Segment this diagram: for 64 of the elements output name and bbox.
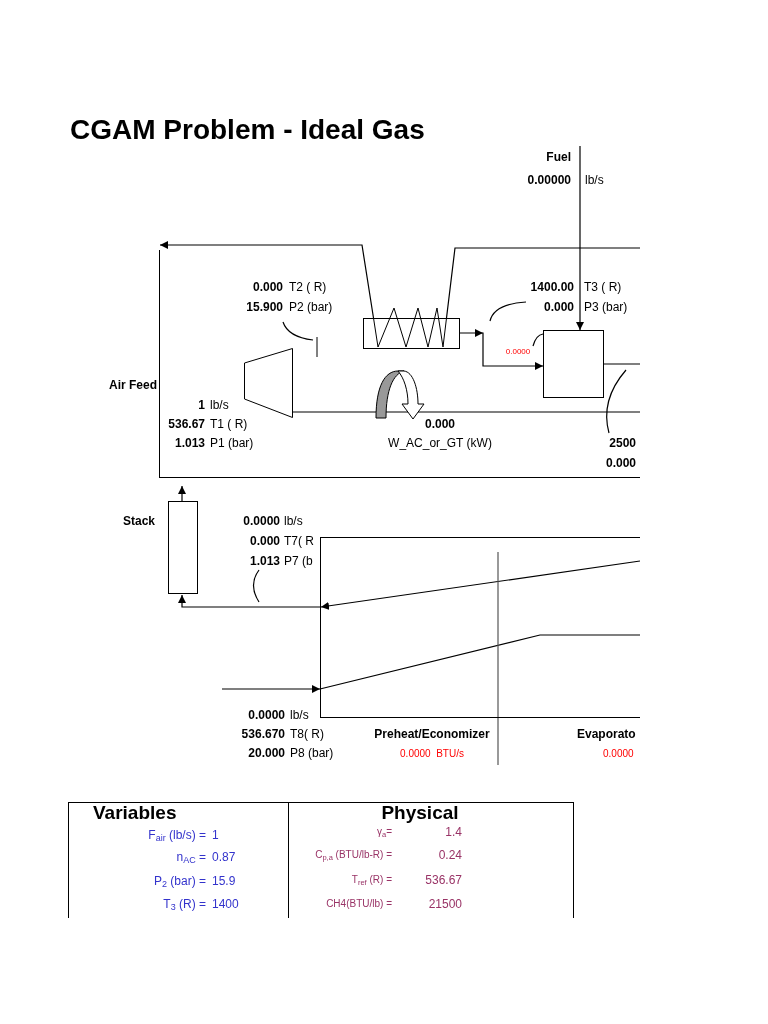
value-text: 1400.00 bbox=[529, 279, 574, 296]
unit-text: P1 (bar) bbox=[210, 437, 254, 449]
unit-text: P8 (bar) bbox=[290, 747, 334, 759]
value-text: 0.000 bbox=[248, 533, 280, 550]
unit-text: lb/s bbox=[210, 399, 229, 411]
property-name: CH4(BTU/lb) = bbox=[326, 899, 392, 909]
page-title: CGAM Problem - Ideal Gas bbox=[70, 113, 425, 147]
unit-text: lb/s bbox=[585, 174, 604, 186]
value-text: 0.000 bbox=[425, 418, 455, 430]
duty-value: 0.0000 bbox=[603, 749, 634, 759]
variable-name: P$_{2}$ (bar) = bbox=[153, 875, 206, 887]
value-text: 0.00000 bbox=[527, 174, 571, 186]
property-name: γ$_{a}$= bbox=[377, 827, 392, 837]
variable-value: 15.9 bbox=[212, 875, 236, 887]
variable-value: 1400 bbox=[212, 898, 239, 910]
variable-name: n$_{AC}$ = bbox=[176, 851, 206, 863]
section-heading: Evaporato bbox=[577, 728, 636, 740]
stream-name: Fuel bbox=[546, 151, 571, 163]
property-value: 21500 bbox=[428, 898, 462, 910]
variable-name: T$_{3}$ (R) = bbox=[163, 898, 206, 910]
value-text: 0.000 bbox=[542, 299, 574, 316]
unit-text: W_AC_or_GT (kW) bbox=[388, 437, 492, 449]
stack-box bbox=[168, 501, 198, 594]
value-text: 0.0000 bbox=[248, 709, 285, 721]
unit-text: P7 (b bbox=[284, 553, 314, 570]
unit-text: lb/s bbox=[284, 513, 304, 530]
table-heading: Variables bbox=[93, 802, 177, 822]
unit-text: lb/s bbox=[290, 709, 309, 721]
unit-text: T7( R bbox=[284, 533, 314, 550]
stream-name: Air Feed bbox=[109, 379, 157, 391]
unit-text: P3 (bar) bbox=[584, 299, 628, 316]
heat-recovery-box bbox=[320, 537, 640, 718]
property-value: 0.24 bbox=[438, 849, 462, 861]
heat-exchanger-box bbox=[363, 318, 460, 349]
value-text: 0.000 bbox=[251, 279, 283, 296]
compressor-symbol bbox=[244, 348, 293, 418]
property-name: C$_{p,a}$ (BTU/lb-R) = bbox=[315, 850, 392, 860]
value-text: 1.013 bbox=[174, 437, 205, 449]
section-heading: Preheat/Economizer bbox=[374, 728, 490, 740]
duty-value: 0.0000 BTU/s bbox=[400, 749, 464, 759]
value-text: 0.000 bbox=[604, 455, 636, 472]
variable-name: F$_{air}$ (lb/s) = bbox=[148, 829, 206, 841]
value-text: 20.000 bbox=[248, 747, 285, 759]
property-name: T$_{ref}$ (R) = bbox=[351, 875, 392, 885]
variable-value: 0.87 bbox=[212, 851, 236, 863]
combustor-box bbox=[543, 330, 604, 398]
value-text: 15.900 bbox=[245, 299, 283, 316]
property-value: 1.4 bbox=[445, 826, 462, 838]
property-value: 536.67 bbox=[425, 874, 462, 886]
unit-text: T8( R) bbox=[290, 728, 324, 740]
variable-value: 1 bbox=[212, 829, 219, 841]
unit-text: T1 ( R) bbox=[210, 418, 248, 430]
unit-text: T3 ( R) bbox=[584, 279, 623, 296]
node-caption: Stack bbox=[122, 513, 155, 530]
value-text: 1.013 bbox=[248, 553, 280, 570]
unit-text: T2 ( R) bbox=[289, 279, 328, 296]
value-text: 536.67 bbox=[168, 418, 205, 430]
value-text: 536.670 bbox=[241, 728, 285, 740]
value-text: 0.0000 bbox=[242, 513, 280, 530]
unit-text: P2 (bar) bbox=[289, 299, 333, 316]
value-text: 2500 bbox=[608, 435, 636, 452]
value-text: 1 bbox=[198, 399, 205, 411]
table-heading: Physical bbox=[381, 802, 459, 822]
value-text: 0.0000 bbox=[505, 346, 531, 358]
